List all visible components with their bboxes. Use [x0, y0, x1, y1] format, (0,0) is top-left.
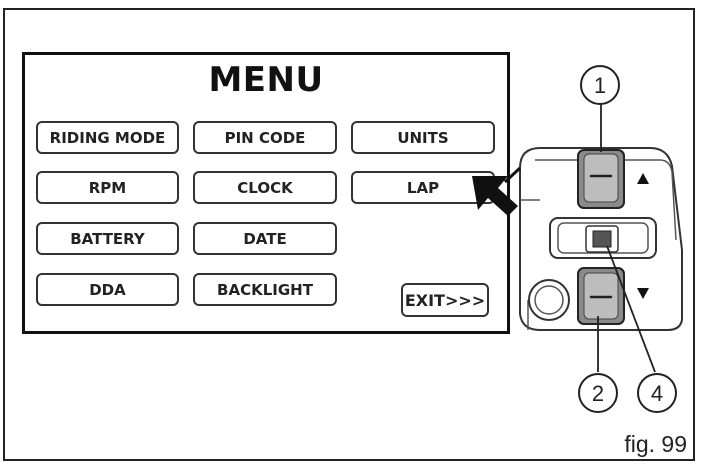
menu-item-date[interactable]: DATE	[193, 222, 337, 255]
menu-item-backlight[interactable]: BACKLIGHT	[193, 273, 337, 306]
menu-item-rpm[interactable]: RPM	[36, 171, 179, 204]
figure-caption: fig. 99	[624, 431, 687, 457]
svg-text:2: 2	[592, 381, 604, 406]
callout-2: 2	[578, 373, 618, 413]
menu-item-riding-mode[interactable]: RIDING MODE	[36, 121, 179, 154]
menu-item-clock[interactable]: CLOCK	[193, 171, 337, 204]
up-button[interactable]	[577, 149, 625, 209]
menu-item-units[interactable]: UNITS	[351, 121, 495, 154]
pointer-arrow-icon	[472, 166, 522, 216]
menu-title: MENU	[208, 60, 324, 100]
svg-text:1: 1	[594, 73, 606, 98]
menu-item-lap[interactable]: LAP	[351, 171, 495, 204]
callout-1: 1	[580, 65, 620, 105]
center-button[interactable]	[549, 217, 657, 259]
arrow-up-icon	[637, 173, 649, 184]
callout-4: 4	[637, 373, 677, 413]
menu-item-battery[interactable]: BATTERY	[36, 222, 179, 255]
svg-text:4: 4	[651, 381, 663, 406]
arrow-down-icon	[637, 288, 649, 299]
dashboard-menu-screen: MENU RIDING MODE PIN CODE UNITS RPM CLOC…	[22, 52, 510, 334]
menu-item-pin-code[interactable]: PIN CODE	[193, 121, 337, 154]
menu-item-dda[interactable]: DDA	[36, 273, 179, 306]
callout-leader-4	[606, 245, 656, 373]
round-knob	[528, 279, 570, 321]
down-button[interactable]	[577, 267, 625, 325]
exit-button[interactable]: EXIT>>>	[401, 283, 489, 317]
